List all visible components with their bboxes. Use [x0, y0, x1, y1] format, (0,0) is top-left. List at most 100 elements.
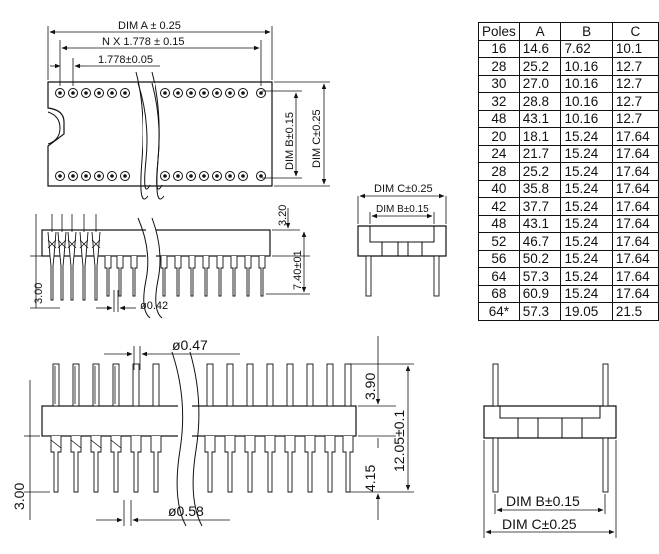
cell-a: 46.7 [518, 232, 562, 251]
pin-lead [110, 436, 122, 493]
cell-poles: 16 [478, 39, 520, 58]
pin-top [226, 363, 234, 407]
pin-lead [204, 436, 216, 493]
pin-hole-center [123, 174, 127, 178]
pin-hole-center [228, 174, 232, 178]
pin-hole-center [163, 174, 167, 178]
cell-c: 17.64 [611, 162, 659, 181]
pin-hatch [90, 439, 102, 449]
cell-b: 15.24 [560, 197, 613, 216]
header-a: A [518, 22, 562, 41]
dim-415-label: 4.15 [362, 465, 378, 492]
pin-lead [244, 256, 252, 297]
pin-hole-center [97, 91, 101, 95]
cell-a: 37.7 [518, 197, 562, 216]
end-view-large: DIM B±0.15 DIM C±0.25 [483, 363, 617, 538]
pin-lead [202, 256, 210, 297]
pin-hole-center [189, 174, 193, 178]
cell-c: 12.7 [611, 57, 659, 76]
pin-top [344, 363, 352, 407]
dia-058-label: ø0.58 [168, 503, 204, 519]
cell-poles: 64* [478, 302, 520, 321]
pin-hole-center [259, 91, 263, 95]
dim-300-label: 3.00 [33, 283, 45, 304]
pin-lead [70, 436, 82, 493]
pin-hatch [50, 439, 62, 449]
end-pin-bottom-left [492, 437, 499, 493]
break-curve [189, 351, 203, 527]
pin-hole-center [97, 174, 101, 178]
pin-hole-center [215, 91, 219, 95]
pin-hole-center [241, 91, 245, 95]
pin-hole-center [84, 91, 88, 95]
dim-740-label: 7.40±01 [292, 250, 304, 290]
pin-lead [264, 436, 276, 493]
break-gap [178, 350, 192, 526]
cell-a: 27.0 [518, 74, 562, 93]
cell-c: 17.64 [611, 232, 659, 251]
break-curve [151, 217, 163, 319]
cell-poles: 28 [478, 162, 520, 181]
cell-b: 15.24 [560, 232, 613, 251]
table-header-row: Poles A B C [478, 22, 659, 41]
cell-poles: 30 [478, 74, 520, 93]
dia-042-label: ø0.42 [140, 300, 168, 312]
cell-b: 10.16 [560, 92, 613, 111]
end-body-detail [369, 226, 435, 256]
cell-poles: 28 [478, 57, 520, 76]
cell-b: 15.24 [560, 267, 613, 286]
cell-b: 19.05 [560, 302, 613, 321]
pin-top [92, 363, 100, 407]
side-view-small: 3.20 7.40±01 3.00 ø0.42 [30, 205, 310, 319]
pin-hatch [57, 239, 67, 249]
cell-c: 17.64 [611, 284, 659, 303]
cell-b: 15.24 [560, 127, 613, 146]
pin-hole-center [123, 91, 127, 95]
pin-top [152, 363, 160, 407]
pin-hole-center [202, 91, 206, 95]
pin-hatch [110, 439, 122, 449]
pin-hole-center [71, 91, 75, 95]
pin-lead [79, 231, 89, 301]
dim-b-label: DIM B±0.15 [376, 204, 429, 215]
pin-hatch [67, 239, 77, 249]
cell-c: 17.64 [611, 249, 659, 268]
end-body [357, 225, 447, 257]
pin-hatch [47, 239, 57, 249]
cell-poles: 68 [478, 284, 520, 303]
cell-a: 25.2 [518, 57, 562, 76]
socket-notch [47, 111, 61, 145]
pin-lead [188, 256, 196, 297]
pin-lead [304, 436, 316, 493]
pin-lead [216, 256, 224, 297]
cell-poles: 42 [478, 197, 520, 216]
pin-top [132, 363, 140, 407]
pitch-label: 1.778±0.05 [98, 54, 153, 66]
pin-lead [104, 256, 112, 297]
cell-c: 17.64 [611, 127, 659, 146]
pin-top [246, 363, 254, 407]
cell-b: 15.24 [560, 162, 613, 181]
pin-hole-center [228, 91, 232, 95]
top-view: DIM A ± 0.25 N X 1.778 ± 0.15 1.778±0.05… [47, 20, 330, 200]
break-line [135, 71, 149, 200]
pin-lead [91, 231, 101, 301]
pin-hatch [79, 239, 89, 249]
pin-top [306, 363, 314, 407]
break-curve [151, 82, 163, 190]
pin-top [286, 363, 294, 407]
pin-lead [174, 256, 182, 297]
cell-c: 21.5 [611, 302, 659, 321]
dim-c-label: DIM C±0.25 [311, 109, 323, 168]
top-holes-upper [55, 88, 266, 98]
